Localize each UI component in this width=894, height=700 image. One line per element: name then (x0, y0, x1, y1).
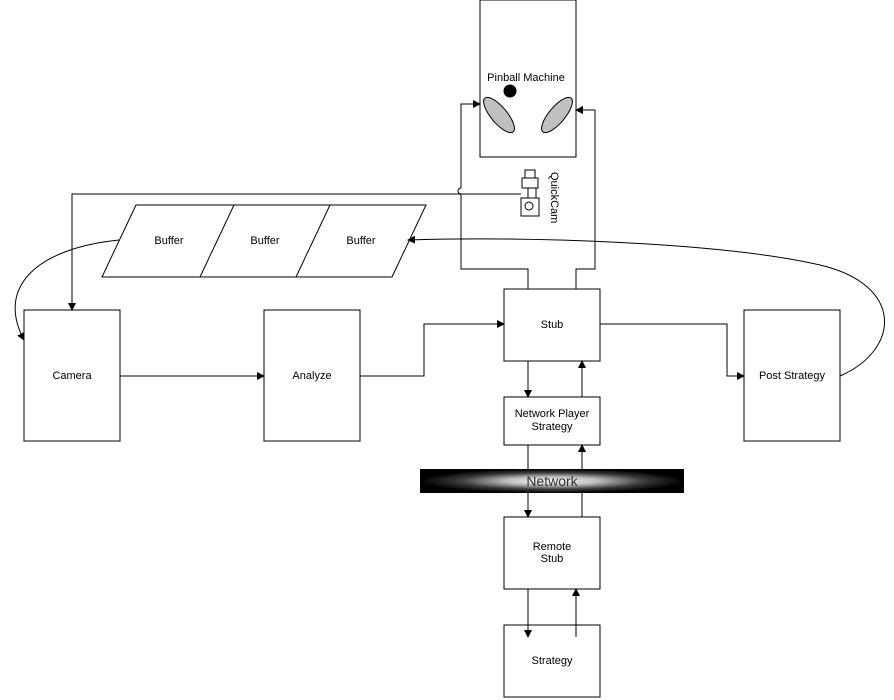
quickcam-label: QuickCam (548, 172, 560, 223)
post-strategy-box: Post Strategy (743, 309, 841, 442)
buffer-3-label: Buffer (346, 235, 375, 247)
camera-label: Camera (52, 370, 92, 382)
camera-box: Camera (23, 309, 121, 442)
buffer-divider (199, 204, 235, 278)
network-band-glow (420, 469, 684, 493)
arrow-post-strategy-to-buffer (407, 235, 886, 377)
stub-box: Stub (503, 288, 601, 362)
buffer-divider (295, 204, 331, 278)
buffer-1-label: Buffer (154, 235, 183, 247)
remote-stub-label-line1: Remote (533, 541, 572, 553)
pinball-machine-label: Pinball Machine (487, 72, 565, 84)
network-player-strategy-label-line1: Network Player (515, 408, 590, 420)
analyze-label: Analyze (292, 370, 331, 382)
pinball-machine-frame (479, 0, 577, 158)
arrow-quickcam-to-camera (68, 193, 521, 311)
connectors (14, 100, 886, 638)
network-player-strategy-box: Network Player Strategy (503, 396, 601, 446)
buffer-2-label: Buffer (250, 235, 279, 247)
analyze-box: Analyze (263, 309, 361, 442)
network-label: Network (526, 473, 578, 489)
pinball-ball-icon (503, 84, 517, 98)
buffer-group: Buffer Buffer Buffer (101, 204, 427, 278)
remote-stub-box: Remote Stub (503, 516, 601, 590)
arrow-buffer-to-camera (14, 239, 120, 341)
buffer-strip (101, 204, 427, 278)
remote-stub-label-line2: Stub (541, 553, 564, 565)
arrow-stub-to-pinball-right (575, 106, 596, 289)
quickcam: QuickCam (520, 169, 560, 223)
arrow-analyze-to-stub (360, 320, 505, 377)
strategy-label: Strategy (532, 655, 573, 667)
network-band: Network (420, 469, 684, 493)
arrow-stub-to-post-strategy (600, 323, 745, 380)
post-strategy-label: Post Strategy (759, 370, 826, 382)
network-player-strategy-label-line2: Strategy (532, 421, 573, 433)
right-flipper-icon (541, 96, 573, 134)
strategy-box: Strategy (503, 624, 601, 698)
stub-label: Stub (541, 319, 564, 331)
quickcam-camera-icon (520, 169, 540, 217)
arrow-stub-to-pinball-left (457, 100, 529, 289)
pinball-machine: Pinball Machine (479, 0, 577, 158)
left-flipper-icon (483, 96, 515, 134)
